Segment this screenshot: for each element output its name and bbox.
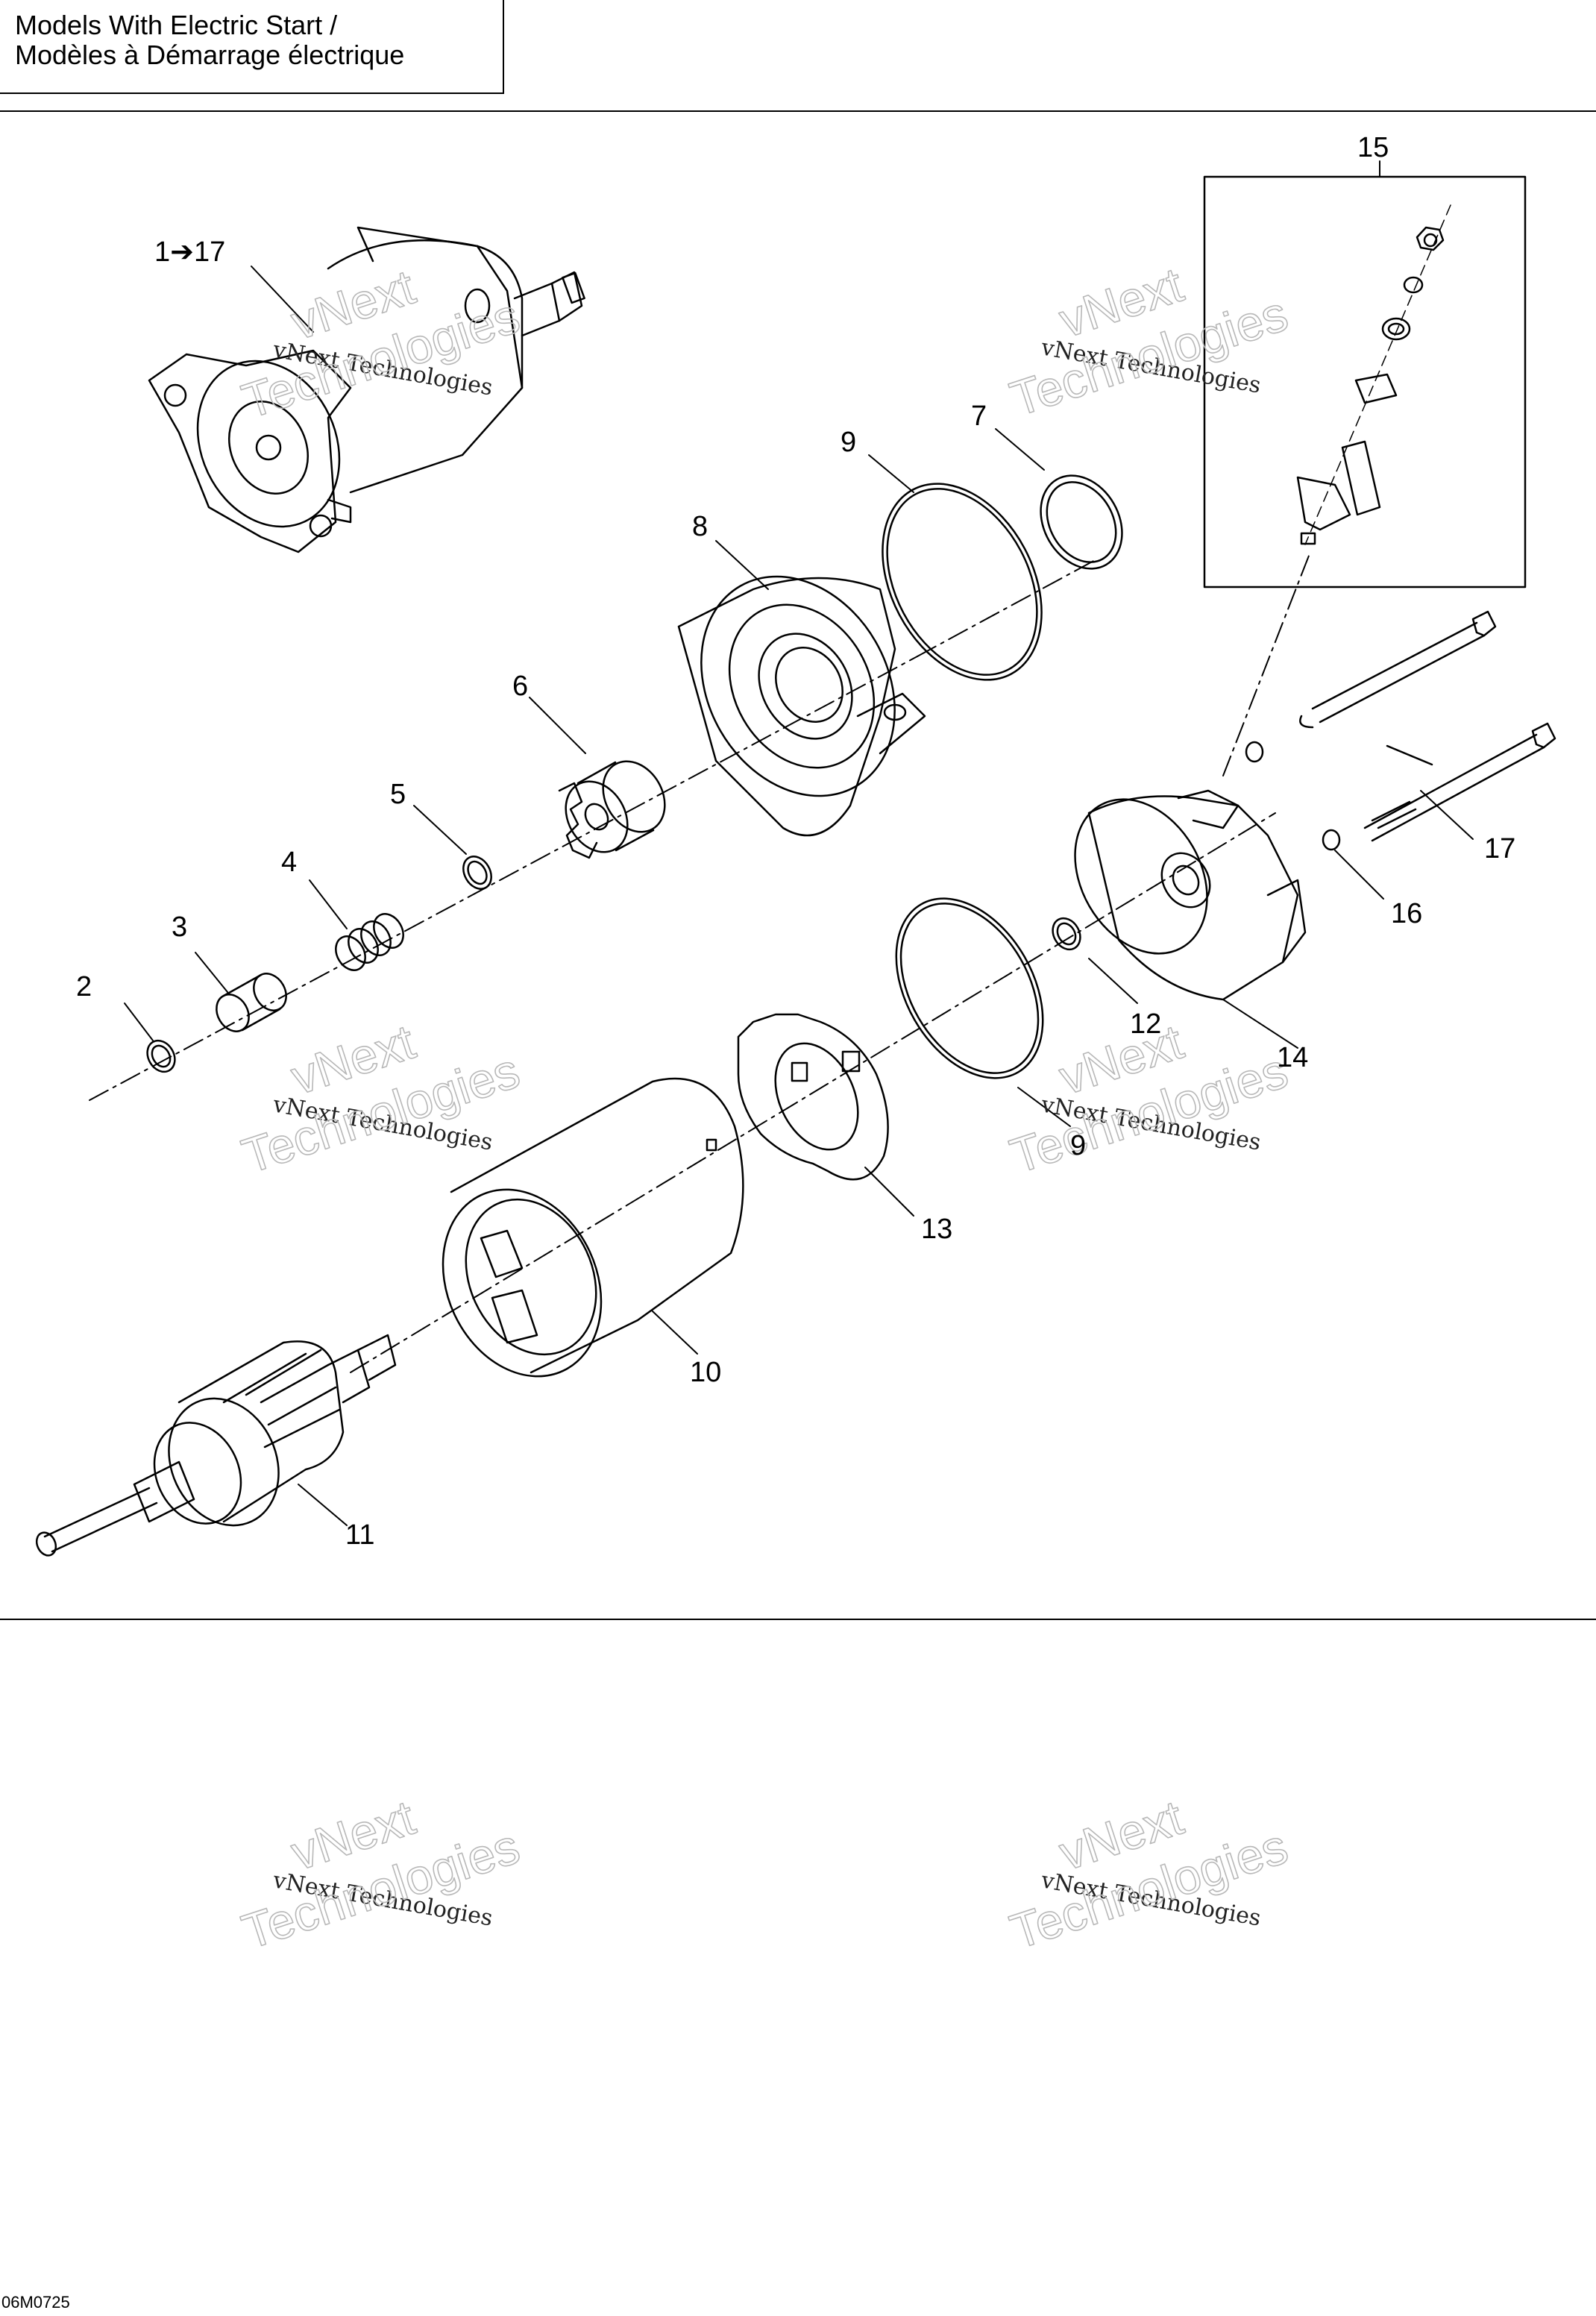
leader-lines	[124, 160, 1474, 1526]
callout-15: 15	[1357, 132, 1389, 163]
starter-assembly-drawing	[148, 226, 585, 553]
part-6-pinion-gear	[558, 760, 666, 859]
part-4-spring	[335, 913, 404, 971]
callout-11: 11	[345, 1519, 374, 1551]
lower-axis	[350, 812, 1276, 1373]
part-8-drive-end-housing	[677, 575, 926, 837]
part-10-yoke	[442, 1077, 744, 1378]
part-3-stop-collar	[216, 973, 287, 1032]
callout-10: 10	[690, 1357, 721, 1388]
part-7-o-ring	[1040, 474, 1123, 570]
watermark-1: vNext Technologies vNext Technologies	[235, 1013, 527, 1184]
callout-2: 2	[76, 971, 92, 1002]
part-15-terminal-kit-inset	[1203, 175, 1527, 589]
lead-axis	[1222, 555, 1310, 776]
watermark-5: vNext Technologies vNext Technologies	[235, 1789, 527, 1960]
callout-13: 13	[921, 1214, 952, 1245]
title-english: Models With Electric Start /	[15, 10, 338, 40]
callout-3: 3	[172, 911, 187, 943]
callout-assembly: 1➔17	[154, 236, 225, 268]
part-11-armature	[35, 1334, 397, 1557]
callout-16: 16	[1391, 898, 1422, 929]
callout-14: 14	[1277, 1042, 1308, 1073]
callout-9-lower: 9	[1070, 1130, 1086, 1161]
center-axes	[89, 555, 1310, 1373]
part-5-retaining-ring	[462, 856, 492, 890]
bottom-divider	[0, 1619, 1596, 1620]
watermark-6: vNext Technologies vNext Technologies	[1003, 1789, 1295, 1960]
part-9-o-ring-lower	[895, 897, 1044, 1079]
watermark-3: vNext Technologies vNext Technologies	[1003, 256, 1295, 427]
part-9-o-ring-upper	[882, 483, 1043, 681]
callout-4: 4	[281, 847, 297, 878]
part-17-through-bolts	[1299, 610, 1556, 842]
title-french: Modèles à Démarrage électrique	[15, 40, 405, 70]
callout-12: 12	[1130, 1008, 1161, 1040]
upper-axis	[89, 656, 918, 1101]
callout-6: 6	[512, 671, 528, 702]
part-16-washer-a	[1245, 741, 1264, 763]
upper-axis-extension	[917, 559, 1097, 657]
part-2-retaining-ring	[146, 1039, 176, 1073]
callout-8: 8	[692, 511, 708, 542]
top-divider	[0, 110, 1596, 112]
callout-5: 5	[390, 779, 406, 810]
part-13-brush-plate	[737, 1013, 889, 1181]
title-box: Models With Electric Start / Modèles à D…	[0, 0, 504, 94]
part-16-washer-b	[1322, 829, 1341, 851]
part-14-end-housing	[1074, 789, 1307, 1001]
watermark-2: vNext Technologies vNext Technologies	[235, 258, 527, 430]
callout-9-upper: 9	[841, 427, 856, 458]
drawing-code: 06M0725	[1, 2293, 70, 2312]
part-12-o-ring	[1052, 917, 1081, 951]
callout-17: 17	[1484, 833, 1515, 864]
callout-7: 7	[971, 401, 987, 432]
